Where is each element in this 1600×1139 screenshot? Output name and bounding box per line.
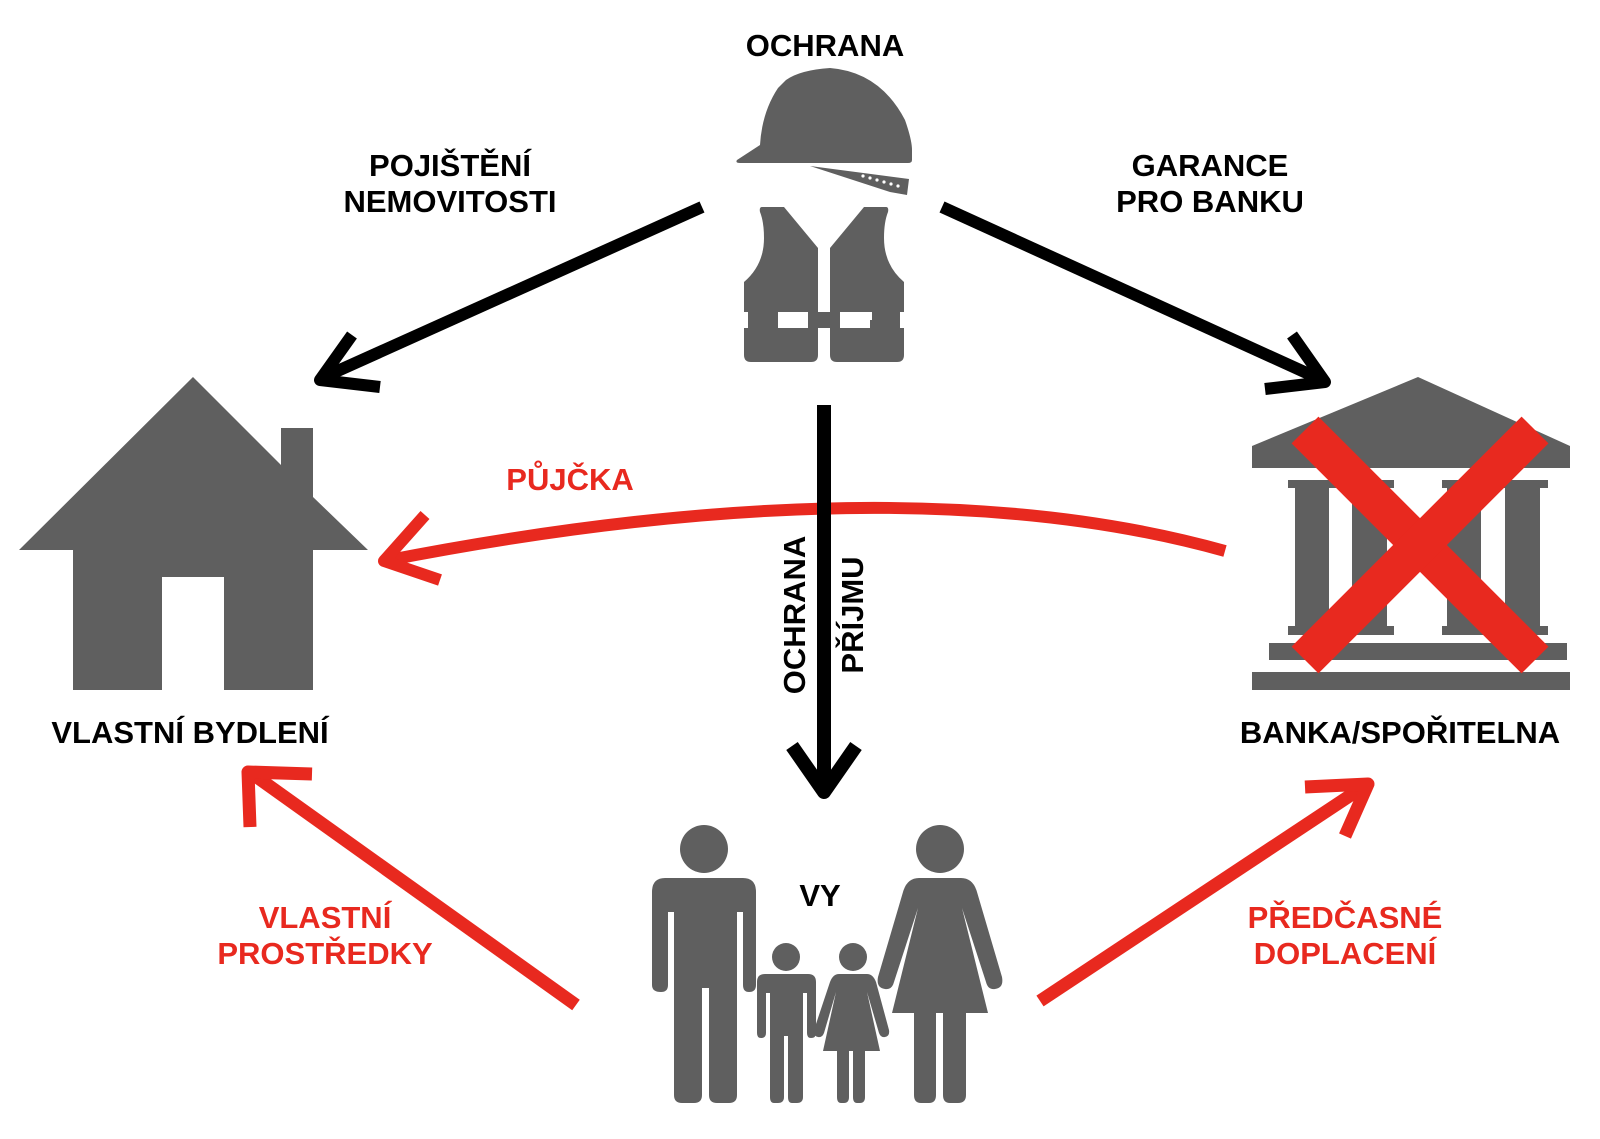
own-funds-label-line-1: VLASTNÍ: [258, 900, 392, 935]
bank-label: BANKA/SPOŘITELNA: [1239, 715, 1561, 750]
insurance-label-line-1: POJIŠTĚNÍ: [369, 148, 531, 183]
guarantee-label: GARANCE PRO BANKU: [1080, 148, 1340, 220]
arrow-guarantee: [939, 201, 1331, 395]
family-label: VY: [799, 878, 841, 913]
arrow-insurance: [314, 201, 705, 393]
arrow-income: [786, 405, 862, 799]
insurance-label-line-2: NEMOVITOSTI: [343, 184, 557, 219]
own-funds-label-line-2: PROSTŘEDKY: [217, 936, 433, 971]
early-repayment-label-line-2: DOPLACENÍ: [1253, 936, 1437, 971]
early-repayment-label: PŘEDČASNÉ DOPLACENÍ: [1200, 900, 1490, 972]
arrow-loan: [378, 501, 1227, 586]
family-icon: [652, 825, 1003, 1103]
insurance-label: POJIŠTĚNÍ NEMOVITOSTI: [300, 148, 600, 220]
protection-label: OCHRANA: [745, 28, 905, 63]
loan-label: PŮJČKA: [506, 462, 634, 497]
home-label: VLASTNÍ BYDLENÍ: [51, 715, 329, 750]
cross-out-icon: [1291, 416, 1549, 674]
income-label-line-1: OCHRANA: [777, 535, 812, 695]
hard-hat-icon: [736, 68, 912, 195]
income-label-line-2: PŘÍJMU: [835, 556, 870, 674]
safety-vest-icon: [744, 207, 904, 362]
guarantee-label-line-2: PRO BANKU: [1116, 184, 1304, 219]
arrow-early-repayment: [1036, 777, 1375, 1007]
guarantee-label-line-1: GARANCE: [1131, 148, 1289, 183]
arrow-own-funds: [241, 765, 580, 1011]
early-repayment-label-line-1: PŘEDČASNÉ: [1247, 900, 1443, 935]
house-icon: [19, 377, 368, 690]
own-funds-label: VLASTNÍ PROSTŘEDKY: [180, 900, 470, 972]
